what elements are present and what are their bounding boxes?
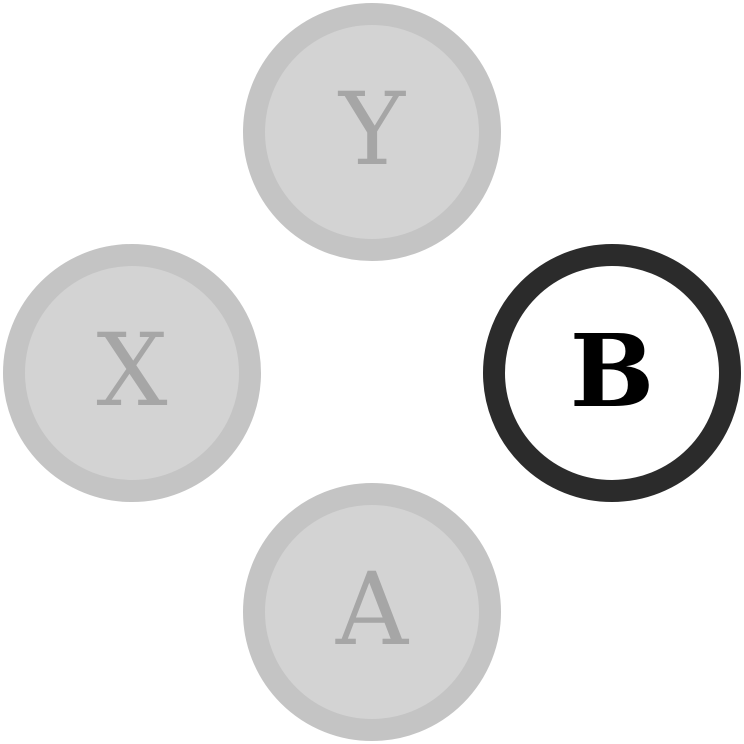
y-button-label: Y [338, 71, 405, 188]
x-button-label: X [96, 312, 168, 429]
b-button[interactable]: B [483, 244, 741, 502]
a-button-label: A [335, 551, 409, 668]
b-button-label: B [569, 312, 655, 430]
y-button[interactable]: Y [243, 3, 501, 261]
x-button[interactable]: X [3, 244, 261, 502]
a-button[interactable]: A [243, 483, 501, 741]
